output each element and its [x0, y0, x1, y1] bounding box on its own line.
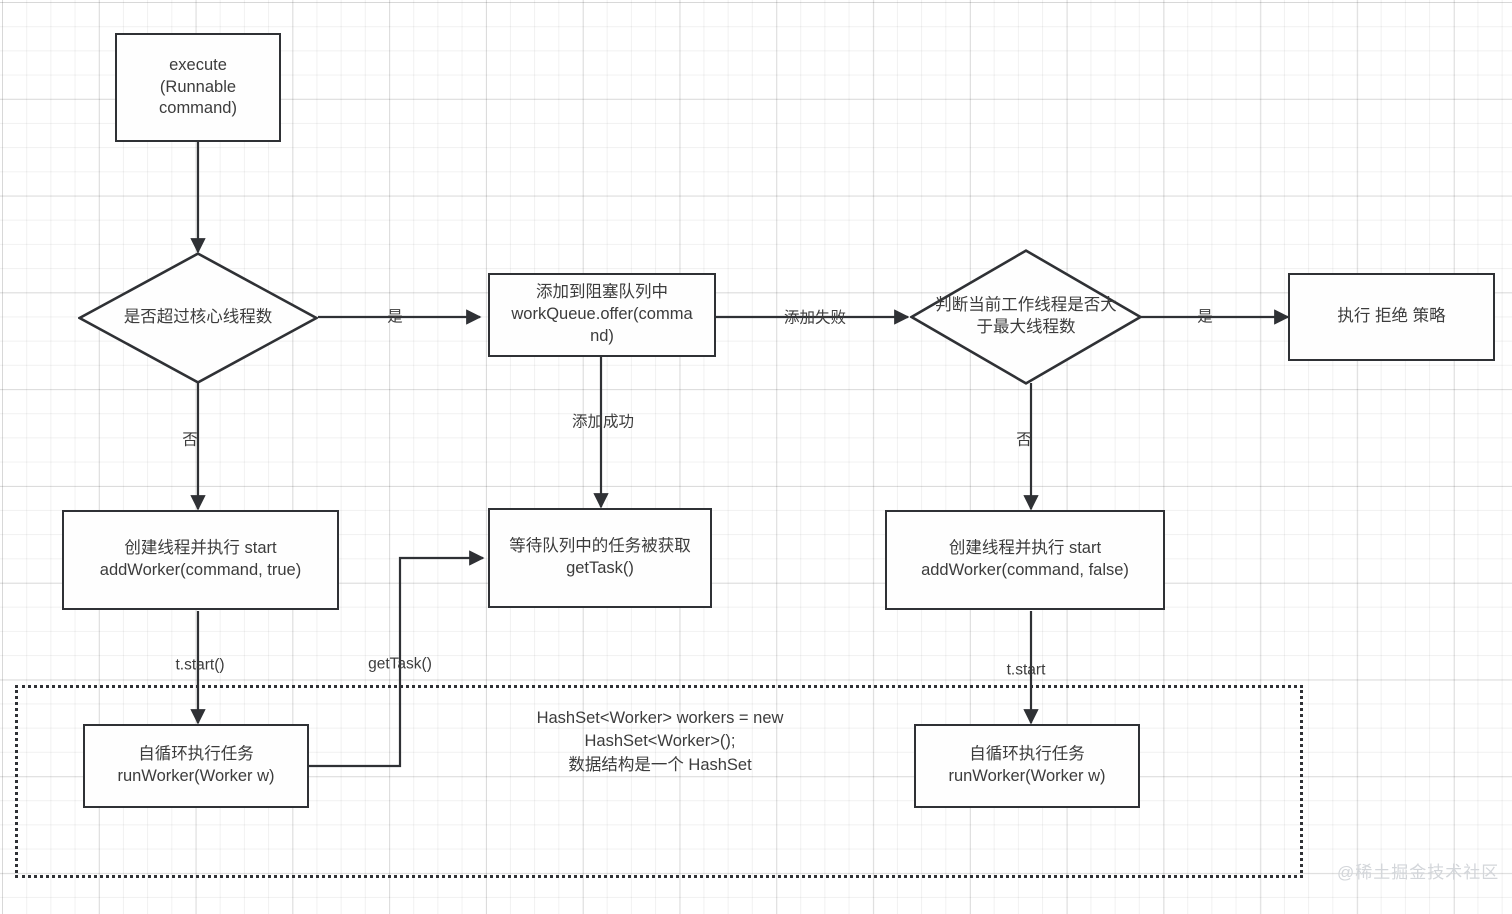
node-wait-get-task[interactable]: 等待队列中的任务被获取 getTask() — [488, 508, 712, 608]
node-check-core-threads-label: 是否超过核心线程数 — [123, 308, 273, 327]
node-reject-policy[interactable]: 执行 拒绝 策略 — [1288, 273, 1495, 361]
edge-label-get-task: getTask() — [368, 655, 432, 673]
edge-label-core-yes: 是 — [387, 308, 403, 326]
worker-set-note: HashSet<Worker> workers = new HashSet<Wo… — [536, 709, 784, 774]
diamond-shape-check-max — [910, 249, 1142, 385]
node-offer-work-queue[interactable]: 添加到阻塞队列中 workQueue.offer(comma nd) — [488, 273, 716, 357]
node-check-max-threads[interactable]: 判断当前工作线程是否大 于最大线程数 — [910, 249, 1142, 385]
edge-label-t-start-right: t.start — [1006, 661, 1046, 679]
node-add-worker-core[interactable]: 创建线程并执行 start addWorker(command, true) — [62, 510, 339, 610]
edge-label-max-no: 否 — [1016, 431, 1032, 449]
node-check-core-threads[interactable]: 是否超过核心线程数 — [78, 252, 318, 384]
node-check-max-threads-label: 判断当前工作线程是否大 于最大线程数 — [935, 296, 1117, 336]
node-execute[interactable]: execute (Runnable command) — [115, 33, 281, 142]
edge-label-core-no: 否 — [182, 431, 198, 449]
node-run-worker-left[interactable]: 自循环执行任务 runWorker(Worker w) — [83, 724, 309, 808]
node-add-worker-max[interactable]: 创建线程并执行 start addWorker(command, false) — [885, 510, 1165, 610]
worker-set-group — [15, 685, 1303, 878]
watermark: @稀土掘金技术社区 — [1337, 863, 1500, 882]
edge-label-t-start-left: t.start() — [175, 656, 225, 674]
edge-label-max-yes: 是 — [1197, 308, 1213, 326]
node-run-worker-right[interactable]: 自循环执行任务 runWorker(Worker w) — [914, 724, 1140, 808]
edge-label-offer-fail: 添加失败 — [783, 309, 847, 327]
diamond-shape-check-core — [78, 252, 318, 384]
edge-label-offer-success: 添加成功 — [571, 413, 635, 431]
